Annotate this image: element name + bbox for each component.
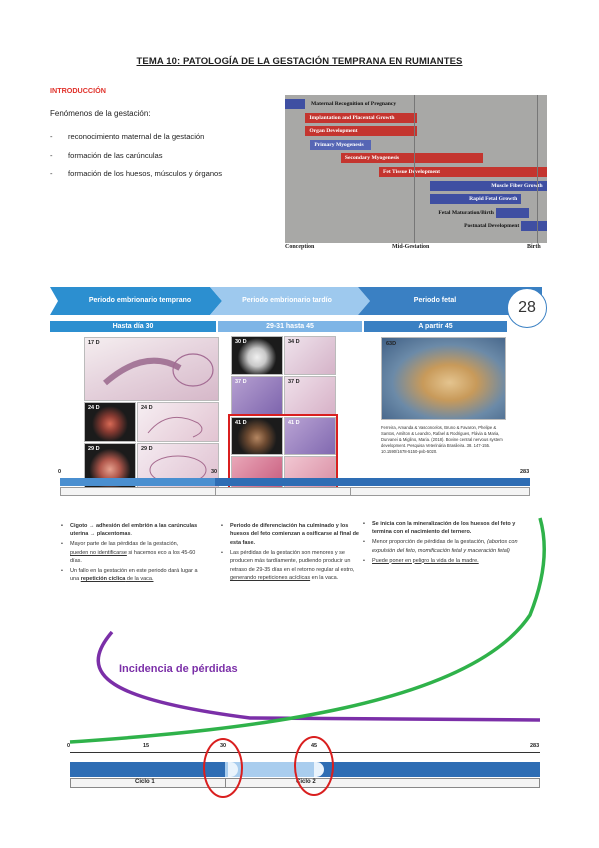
figure-label: 37 D bbox=[288, 379, 300, 385]
period-range-fetal: A partir 45 bbox=[364, 321, 507, 332]
chevron-early-embryo bbox=[50, 287, 222, 315]
histology-image: 24 D bbox=[137, 402, 219, 442]
figure-label: 34 D bbox=[288, 339, 300, 345]
gantt-bar-label: Muscle Fiber Growth bbox=[491, 182, 543, 189]
period-range-early: Hasta día 30 bbox=[50, 321, 216, 332]
mid-gestation-line bbox=[414, 95, 415, 243]
gantt-bar: Fet Tissue Development bbox=[378, 167, 547, 177]
gantt-bar: Postnatal Development bbox=[464, 221, 547, 232]
gantt-bar-label: Fetal Maturation/Birth bbox=[438, 209, 494, 216]
chevron-late-embryo bbox=[210, 287, 370, 315]
tick-label: 15 bbox=[143, 743, 150, 749]
tick-label: 0 bbox=[67, 743, 71, 749]
loss-impact-curves bbox=[69, 517, 546, 744]
gantt-bar-label: Postnatal Development bbox=[464, 223, 520, 230]
incidence-curve bbox=[96, 630, 541, 722]
period-range-late: 29-31 hasta 45 bbox=[218, 321, 362, 332]
figure-label: 30 D bbox=[235, 339, 247, 345]
figure-label: 24 D bbox=[141, 405, 153, 411]
figure-label: 29 D bbox=[88, 446, 100, 452]
period-chevrons bbox=[50, 287, 542, 315]
chevron-fetal bbox=[358, 287, 542, 315]
timeline-segment bbox=[60, 478, 215, 486]
birth-line bbox=[537, 95, 538, 243]
gantt-bar-label: Maternal Recognition of Pregnancy bbox=[311, 101, 397, 107]
highlight-circle bbox=[294, 736, 334, 796]
late-period-notes: Periodo de diferenciación ha culminado y… bbox=[220, 522, 360, 584]
histology-image: 37 D bbox=[284, 376, 336, 416]
tick-label: 0 bbox=[58, 469, 62, 475]
gantt-bar-label: Primary Myogenesis bbox=[314, 141, 364, 148]
embryo-photo: 41 D bbox=[231, 417, 283, 455]
gantt-bar: Implantation and Placental Growth bbox=[305, 112, 418, 123]
tick-label: 283 bbox=[530, 743, 540, 749]
bullet-item: -reconocimiento maternal de la gestación bbox=[50, 132, 205, 141]
tick-label: 30 bbox=[211, 469, 218, 475]
gantt-bar: Muscle Fiber Growth bbox=[429, 180, 547, 191]
gantt-bar-label: Implantation and Placental Growth bbox=[309, 114, 395, 121]
phenomena-label: Fenómenos de la gestación: bbox=[50, 109, 151, 118]
page-number-badge: 28 bbox=[507, 288, 547, 328]
figure-label: 41 D bbox=[235, 420, 247, 426]
figure-label: 63D bbox=[386, 341, 397, 347]
embryo-photo: 24 D bbox=[84, 402, 136, 442]
cycle-1-label: Ciclo 1 bbox=[135, 779, 155, 785]
period-name-fetal: Periodo fetal bbox=[413, 297, 457, 304]
bullet-item: -formación de los huesos, músculos y órg… bbox=[50, 169, 223, 178]
gantt-bar: Maternal Recognition of Pregnancy bbox=[285, 99, 396, 109]
gantt-bar: Fetal Maturation/Birth bbox=[438, 207, 529, 218]
figure-label: 41 D bbox=[288, 420, 300, 426]
page-title: TEMA 10: PATOLOGÍA DE LA GESTACIÓN TEMPR… bbox=[136, 56, 463, 67]
axis-label-birth: Birth bbox=[527, 244, 541, 250]
fetal-period-notes: Se inicia con la mineralización de los h… bbox=[362, 520, 520, 567]
gantt-bar: Primary Myogenesis bbox=[310, 139, 372, 150]
impact-curve bbox=[69, 517, 546, 744]
gantt-bar: Rapid Fetal Growth bbox=[429, 194, 522, 205]
histology-image: 37 D bbox=[231, 376, 283, 416]
figure-label: 37 D bbox=[235, 379, 247, 385]
period-name-early: Periodo embrionario temprano bbox=[88, 297, 192, 304]
gantt-bar-label: Fet Tissue Development bbox=[382, 169, 440, 175]
histology-image: 41 D bbox=[284, 417, 336, 455]
axis-label-conception: Conception bbox=[285, 244, 315, 250]
tick-label: 283 bbox=[520, 469, 530, 475]
gantt-bar: Secondary Myogenesis bbox=[340, 153, 484, 164]
histology-image: 17 D bbox=[84, 337, 219, 401]
embryo-photo: 30 D bbox=[231, 336, 283, 375]
axis-label-mid-gestation: Mid-Gestation bbox=[392, 244, 430, 250]
early-period-notes: Cigoto → adhesión del embrión a las carú… bbox=[60, 522, 198, 585]
intro-heading: INTRODUCCIÓN bbox=[50, 86, 106, 95]
gantt-bar: Organ Development bbox=[305, 126, 418, 137]
histology-image: 34 D bbox=[284, 336, 336, 375]
gantt-bar-label: Organ Development bbox=[309, 128, 358, 135]
period-name-late: Periodo embrionario tardío bbox=[242, 297, 332, 304]
figure-label: 17 D bbox=[88, 340, 100, 346]
gantt-bar-label: Secondary Myogenesis bbox=[344, 155, 400, 162]
highlight-circle bbox=[203, 738, 243, 798]
timeline-divider bbox=[215, 487, 216, 496]
incidence-label: Incidencia de pérdidas bbox=[119, 663, 238, 675]
bullet-item: -formación de las carúnculas bbox=[50, 151, 163, 160]
gantt-bar-label: Rapid Fetal Growth bbox=[469, 196, 518, 203]
citation: Ferreira, Amanda & Vasconcelos, Bruno & … bbox=[381, 425, 503, 454]
fetus-skeleton-photo: 63D bbox=[381, 337, 506, 420]
figure-label: 29 D bbox=[141, 446, 153, 452]
timeline-track bbox=[60, 487, 530, 496]
timeline-bar bbox=[60, 478, 530, 486]
timeline-divider bbox=[350, 487, 351, 496]
figure-label: 24 D bbox=[88, 405, 100, 411]
